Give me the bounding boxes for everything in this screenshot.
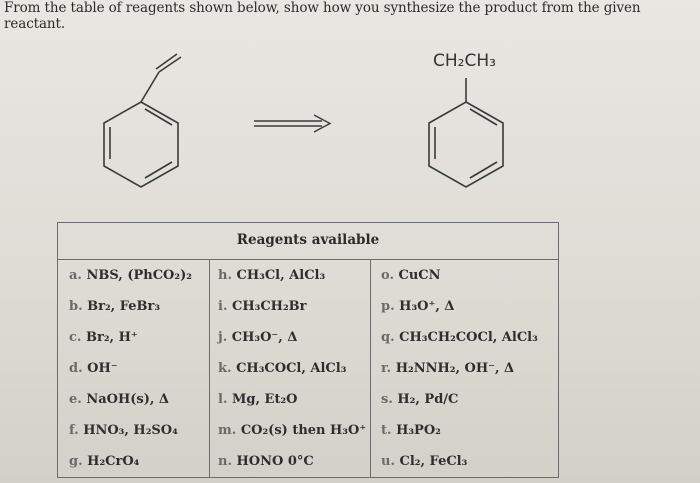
reagent-column-2: h. CH₃Cl, AlCl₃ i. CH₃CH₂Br j. CH₃O⁻, Δ … — [210, 260, 371, 477]
reagent-e: e. NaOH(s), Δ — [69, 392, 169, 407]
reagent-n: n. HONO 0°C — [218, 454, 314, 469]
reaction-scheme — [103, 53, 504, 188]
reagent-m: m. CO₂(s) then H₃O⁺ — [218, 423, 367, 438]
reagent-p: p. H₃O⁺, Δ — [381, 299, 455, 314]
reagent-c: c. Br₂, H⁺ — [69, 330, 138, 345]
reagent-g: g. H₂CrO₄ — [69, 454, 140, 469]
reagent-r: r. H₂NNH₂, OH⁻, Δ — [381, 361, 515, 376]
reagent-t: t. H₃PO₂ — [381, 423, 441, 438]
table-header: Reagents available — [58, 223, 558, 260]
reagent-b: b. Br₂, FeBr₃ — [69, 299, 161, 314]
product-substituent-label: CH₂CH₃ — [433, 51, 496, 71]
question-text: From the table of reagents shown below, … — [4, 0, 641, 32]
reagent-k: k. CH₃COCl, AlCl₃ — [218, 361, 347, 376]
reagent-a: a. NBS, (PhCO₂)₂ — [69, 268, 192, 283]
reagent-o: o. CuCN — [381, 268, 441, 283]
reagent-u: u. Cl₂, FeCl₃ — [381, 454, 468, 469]
reagent-f: f. HNO₃, H₂SO₄ — [69, 423, 178, 438]
reactant-styrene-structure — [103, 53, 182, 188]
reaction-arrow — [254, 114, 332, 133]
reagents-table: Reagents available a. NBS, (PhCO₂)₂ b. B… — [57, 222, 559, 478]
reagent-column-3: o. CuCN p. H₃O⁺, Δ q. CH₃CH₂COCl, AlCl₃ … — [371, 260, 558, 477]
reagent-l: l. Mg, Et₂O — [218, 392, 298, 407]
reagent-i: i. CH₃CH₂Br — [218, 299, 307, 314]
reagent-q: q. CH₃CH₂COCl, AlCl₃ — [381, 330, 538, 345]
reagent-s: s. H₂, Pd/C — [381, 392, 459, 407]
reagent-column-1: a. NBS, (PhCO₂)₂ b. Br₂, FeBr₃ c. Br₂, H… — [58, 260, 210, 477]
reagent-j: j. CH₃O⁻, Δ — [218, 330, 298, 345]
reagent-d: d. OH⁻ — [69, 361, 118, 376]
reagent-h: h. CH₃Cl, AlCl₃ — [218, 268, 326, 283]
product-ethylbenzene-structure — [428, 78, 504, 188]
table-title: Reagents available — [236, 232, 380, 248]
